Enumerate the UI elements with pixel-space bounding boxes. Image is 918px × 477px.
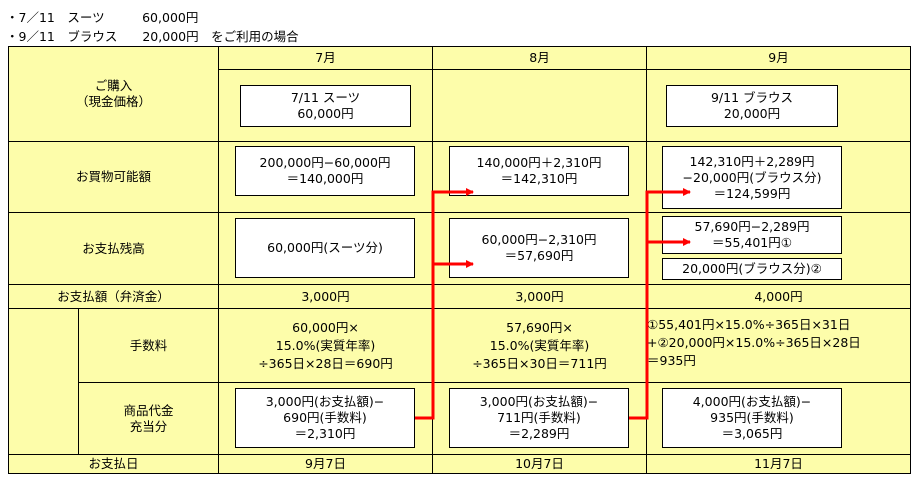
date-july: 9月7日 — [305, 456, 346, 471]
row-label-payment: お支払額（弁済金） — [57, 288, 170, 304]
fee-september: ①55,401円×15.0%÷365日×31日 +②20,000円×15.0%÷… — [647, 317, 861, 368]
grid-line — [218, 46, 219, 474]
header-august: 8月 — [529, 50, 550, 65]
grid-line — [8, 284, 911, 285]
row-label-available: お買物可能額 — [75, 169, 151, 184]
purchase-september-box: 9/11 ブラウス 20,000円 — [666, 85, 838, 127]
row-label-purchase: ご購入 （現金価格） — [75, 78, 151, 109]
row-label-date: お支払日 — [88, 456, 139, 471]
grid-line — [8, 212, 911, 213]
header-september: 9月 — [768, 50, 789, 65]
balance-september-box-1: 57,690円−2,289円 ＝55,401円① — [662, 216, 842, 254]
date-september: 11月7日 — [754, 456, 803, 471]
fee-july: 60,000円× 15.0%(実質年率) ÷365日×28日＝690円 — [258, 319, 393, 371]
available-july-box: 200,000円−60,000円 ＝140,000円 — [235, 146, 415, 196]
purchase-july-box: 7/11 スーツ 60,000円 — [240, 85, 411, 127]
arrow-august-to-september — [629, 188, 691, 420]
balance-august-box: 60,000円−2,310円 ＝57,690円 — [449, 218, 629, 278]
grid-line — [8, 454, 911, 455]
available-september-box: 142,310円＋2,289円 −20,000円(ブラウス分) ＝124,599… — [662, 146, 842, 209]
row-label-balance: お支払残高 — [82, 240, 145, 256]
grid-line — [218, 69, 911, 70]
grid-line — [8, 141, 911, 142]
principal-august-box: 3,000円(お支払額)− 711円(手数料) ＝2,289円 — [449, 388, 629, 448]
fee-august: 57,690円× 15.0%(実質年率) ÷365日×30日＝711円 — [472, 319, 607, 371]
grid-line — [8, 308, 911, 309]
row-label-fee: 手数料 — [129, 337, 168, 353]
row-label-principal: 商品代金 充当分 — [123, 402, 174, 434]
intro-line-suit: ・7／11 スーツ 60,000円 — [6, 10, 199, 25]
header-july: 7月 — [315, 50, 336, 65]
principal-july-box: 3,000円(お支払額)− 690円(手数料) ＝2,310円 — [235, 388, 415, 448]
grid-line — [78, 382, 911, 383]
intro-line-blouse: ・9／11 ブラウス 20,000円 をご利用の場合 — [6, 29, 299, 44]
balance-july-box: 60,000円(スーツ分) — [235, 218, 415, 278]
date-august: 10月7日 — [515, 456, 564, 471]
balance-september-box-2: 20,000円(ブラウス分)② — [662, 258, 842, 280]
payment-september: 4,000円 — [754, 288, 803, 304]
grid-line — [78, 308, 79, 454]
payment-august: 3,000円 — [515, 288, 564, 304]
available-august-box: 140,000円＋2,310円 ＝142,310円 — [449, 146, 629, 196]
principal-september-box: 4,000円(お支払額)− 935円(手数料) ＝3,065円 — [662, 388, 842, 448]
payment-july: 3,000円 — [301, 288, 350, 304]
arrow-july-to-august — [415, 188, 474, 420]
